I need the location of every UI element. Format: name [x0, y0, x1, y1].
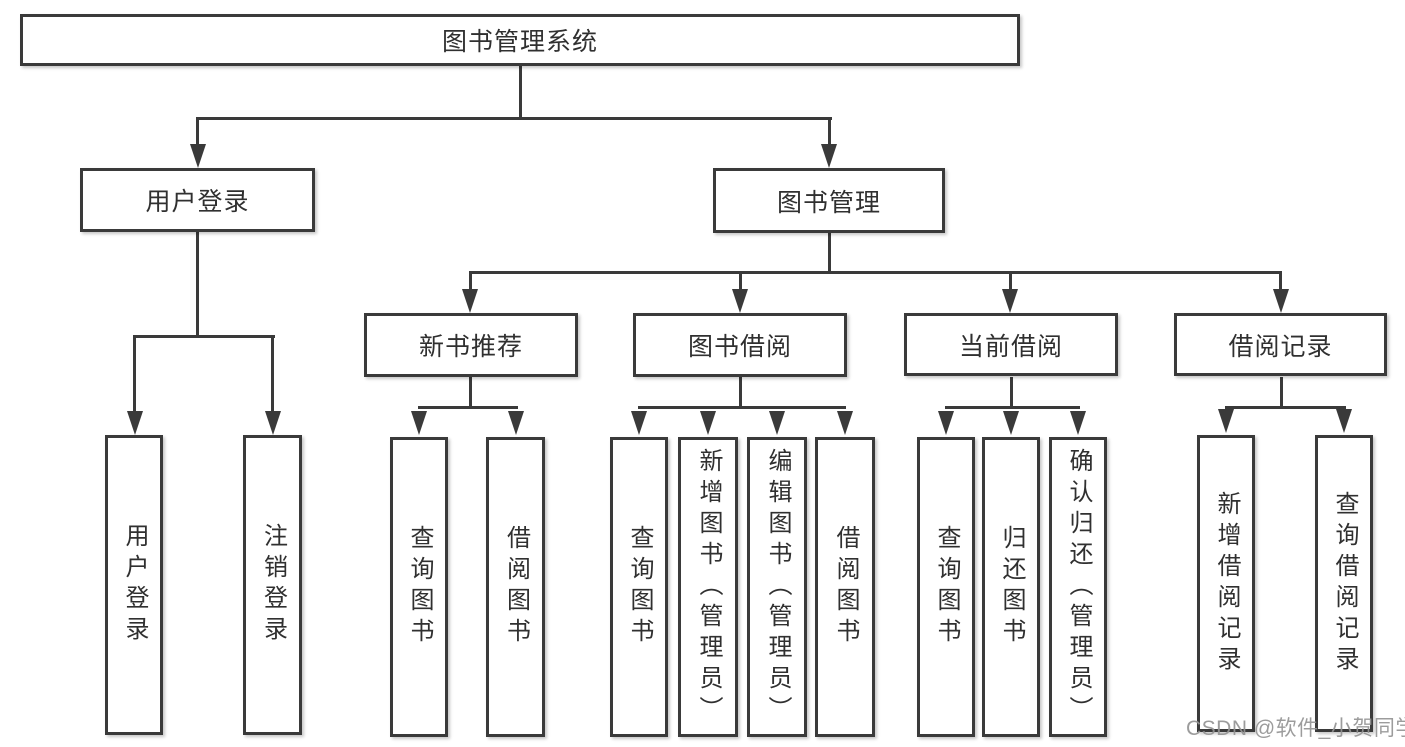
leaf-label: 编辑图书（管理员）: [764, 447, 791, 727]
node-user-login: 用户登录: [80, 168, 315, 232]
leaf-label: 查询图书: [933, 525, 960, 649]
leaf-label: 新增图书（管理员）: [695, 447, 722, 727]
arrow-down-icon: [462, 289, 478, 313]
node-current-borrow: 当前借阅: [904, 313, 1118, 376]
arrow-down-icon: [411, 411, 427, 435]
node-label: 图书管理系统: [441, 28, 598, 56]
connector-line: [519, 66, 522, 120]
arrow-down-icon: [821, 144, 837, 168]
arrow-down-icon: [265, 411, 281, 435]
connector-line: [271, 335, 274, 413]
node-label: 图书管理: [776, 188, 881, 217]
leaf-label: 确认归还（管理员）: [1065, 447, 1092, 727]
leaf-borrow-books-1: 借阅图书: [486, 437, 545, 737]
arrow-down-icon: [837, 411, 853, 435]
leaf-query-books-2: 查询图书: [610, 437, 668, 737]
arrow-down-icon: [631, 411, 647, 435]
connector-line: [1280, 377, 1283, 409]
connector-line: [469, 377, 472, 409]
leaf-label: 查询图书: [626, 525, 653, 649]
leaf-label: 新增借阅记录: [1213, 490, 1240, 677]
node-book-management: 图书管理: [713, 168, 945, 233]
leaf-query-borrow-record: 查询借阅记录: [1315, 435, 1373, 732]
connector-line: [418, 406, 518, 409]
connector-line: [1010, 377, 1013, 409]
arrow-down-icon: [508, 411, 524, 435]
arrow-down-icon: [1218, 409, 1234, 433]
arrow-down-icon: [1336, 409, 1352, 433]
leaf-user-login: 用户登录: [105, 435, 163, 735]
node-book-borrow: 图书借阅: [633, 313, 847, 377]
leaf-confirm-return-admin: 确认归还（管理员）: [1049, 437, 1107, 737]
node-label: 当前借阅: [958, 332, 1063, 361]
connector-line: [469, 271, 1282, 274]
connector-line: [1225, 406, 1346, 409]
leaf-label: 借阅图书: [832, 525, 859, 649]
node-label: 借阅记录: [1228, 332, 1333, 361]
arrow-down-icon: [190, 144, 206, 168]
arrow-down-icon: [1273, 289, 1289, 313]
node-label: 图书借阅: [687, 333, 792, 361]
connector-line: [739, 377, 742, 409]
connector-line: [1009, 271, 1012, 291]
node-label: 用户登录: [145, 188, 250, 216]
leaf-label: 注销登录: [259, 523, 287, 647]
connector-line: [469, 271, 472, 291]
node-borrow-records: 借阅记录: [1174, 313, 1387, 376]
leaf-query-books-3: 查询图书: [917, 437, 975, 737]
connector-line: [133, 335, 136, 413]
leaf-logout: 注销登录: [243, 435, 302, 735]
node-label: 新书推荐: [418, 333, 523, 361]
arrow-down-icon: [127, 411, 143, 435]
node-new-book-recommend: 新书推荐: [364, 313, 578, 377]
leaf-add-borrow-record: 新增借阅记录: [1197, 435, 1255, 732]
connector-line: [196, 232, 199, 338]
watermark: CSDN @软件_小贺同学: [1186, 717, 1405, 740]
arrow-down-icon: [700, 411, 716, 435]
connector-line: [945, 406, 1080, 409]
arrow-down-icon: [769, 411, 785, 435]
connector-line: [828, 117, 831, 146]
connector-line: [739, 271, 742, 291]
arrow-down-icon: [1003, 411, 1019, 435]
leaf-label: 用户登录: [121, 523, 148, 647]
connector-line: [196, 117, 832, 120]
connector-line: [1279, 271, 1282, 291]
node-root-library-system: 图书管理系统: [20, 14, 1020, 66]
arrow-down-icon: [1002, 289, 1018, 313]
leaf-label: 借阅图书: [502, 525, 530, 649]
leaf-label: 查询借阅记录: [1331, 490, 1358, 677]
leaf-return-books: 归还图书: [982, 437, 1040, 737]
leaf-label: 归还图书: [998, 525, 1025, 649]
leaf-add-books-admin: 新增图书（管理员）: [678, 437, 738, 737]
connector-line: [133, 335, 275, 338]
arrow-down-icon: [1070, 411, 1086, 435]
connector-line: [196, 117, 199, 146]
leaf-query-books-1: 查询图书: [390, 437, 448, 737]
connector-line: [828, 233, 831, 274]
leaf-edit-books-admin: 编辑图书（管理员）: [747, 437, 807, 737]
leaf-label: 查询图书: [406, 525, 433, 649]
connector-line: [638, 406, 846, 409]
leaf-borrow-books-2: 借阅图书: [815, 437, 875, 737]
arrow-down-icon: [938, 411, 954, 435]
arrow-down-icon: [732, 289, 748, 313]
